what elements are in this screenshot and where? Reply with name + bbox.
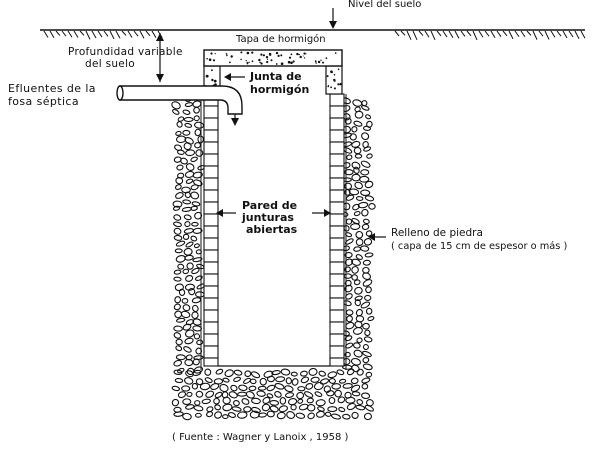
depth-dimension — [156, 33, 164, 82]
flow-arrow — [231, 114, 239, 126]
wall-label-line3: abiertas — [246, 223, 298, 236]
depth-label-line1: Profundidad variable — [68, 46, 183, 58]
wall-label-line1: Pared de — [242, 199, 297, 212]
wall-pointers — [216, 209, 331, 217]
joint-pointer — [224, 73, 245, 81]
source-caption: ( Fuente : Wagner y Lanoix , 1958 ) — [172, 432, 349, 443]
effluent-label-line2: fosa séptica — [8, 95, 79, 108]
wall-label-line2: junturas — [241, 211, 294, 224]
concrete-cover-label: Tapa de hormigón — [235, 33, 326, 45]
effluent-pipe — [116, 85, 243, 115]
effluent-label-line1: Efluentes de la — [8, 82, 96, 95]
brick-wall-left — [200, 93, 219, 370]
ground-level-label: Nivel del suelo — [348, 0, 421, 10]
joint-label-line2: hormigón — [250, 83, 309, 96]
brick-wall-right — [329, 93, 347, 370]
concrete-cover-slab — [203, 49, 343, 67]
ground-surface — [40, 29, 586, 41]
ground-level-arrow — [329, 8, 337, 29]
fill-pointer — [368, 233, 386, 241]
joint-label-line1: Junta de — [249, 70, 302, 83]
depth-label-line2: del suelo — [85, 58, 135, 70]
fill-label-line1: Relleno de piedra — [391, 227, 483, 239]
fill-label-line2: ( capa de 15 cm de espesor o más ) — [391, 240, 567, 252]
